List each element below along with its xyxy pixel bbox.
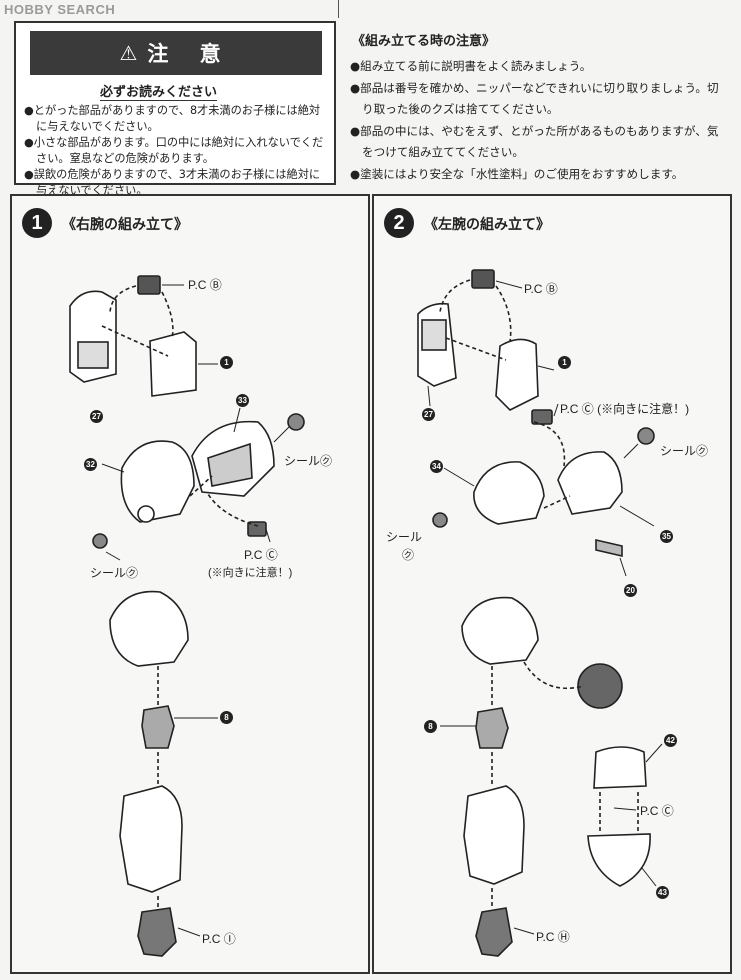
step1-diagram [69,275,305,957]
part-number: 33 [236,394,249,407]
label-seal-k: シール㋗ [660,444,709,458]
step2-panel: 2 《左腕の組み立て》 [372,194,732,974]
label-pc-c: P.C Ⓒ [244,548,278,562]
part-8-joint [475,707,509,749]
part-number: 8 [424,720,437,733]
step2-title: 《左腕の組み立て》 [424,217,550,233]
dome-cap [577,663,623,709]
warning-triangle-icon: ⚠ [119,41,138,65]
label-seal-k: ㋗ [402,548,415,562]
step2-number: 2 [384,208,414,238]
part-number: 43 [656,886,669,899]
step1-title: 《右腕の組み立て》 [62,217,188,233]
part-number: 1 [220,356,233,369]
assembled-upper-arm [461,596,539,665]
pc-i-hand [137,907,177,957]
part-number: 27 [422,408,435,421]
label-seal-k: シール㋗ [90,566,139,580]
part-8-joint [141,705,175,749]
assembled-upper-arm [109,590,189,667]
part-number: 27 [90,410,103,423]
label-pc-b: P.C Ⓑ [188,278,222,292]
part-1-block [149,331,197,397]
part-32-dome [120,440,195,523]
seal-k-2 [432,512,448,528]
part-43-bottom [587,833,651,887]
part-27-block [495,338,539,411]
label-caution-note: (※向きに注意！) [208,567,293,579]
note-item: ●部品は番号を確かめ、ニッパーなどできれいに切り取りましょう。切り取った後のクズ… [350,80,719,117]
seal-k-1 [287,413,305,431]
part-20-pin [595,538,623,558]
warning-box: ⚠ 注 意 必ずお読みください ●とがった部品がありますので、8才未満のお子様に… [14,21,336,197]
pc-b-part [471,269,495,289]
part-number: 34 [430,460,443,473]
note-item: ●塗装にはより安全な「水性塗料」のご使用をおすすめします。 [350,166,684,181]
part-number: 32 [84,458,97,471]
part-number: 1 [558,356,571,369]
pc-b-part [137,275,161,295]
top-divider [338,0,339,18]
note-item: ●組み立てる前に説明書をよく読みましょう。 [350,59,592,73]
label-seal-k: シール [386,530,423,544]
part-35-shell [557,451,623,515]
warning-item: ●とがった部品がありますので、8才未満のお子様には絶対に与えないでください。 [24,104,321,133]
seal-k-2 [92,533,108,549]
part-34-dome [473,461,545,525]
pc-h-hand [475,907,513,957]
part-number: 42 [664,734,677,747]
part-number: 20 [624,584,637,597]
warning-title: 注 意 [147,42,233,66]
part-number: 8 [220,711,233,724]
label-pc-c: P.C Ⓒ (※向きに注意！) [560,402,690,416]
step1-panel: 1 《右腕の組み立て》 [10,194,370,974]
warning-item: ●小さな部品があります。口の中には絶対に入れないでください。窒息などの危険があり… [24,136,324,165]
watermark: HOBBY SEARCH [4,2,116,17]
step2-diagram [417,269,663,957]
notes-title: 《組み立てる時の注意》 [352,34,496,49]
part-42-top [593,746,647,789]
warning-list: ●とがった部品がありますので、8才未満のお子様には絶対に与えないでください。 ●… [24,103,330,199]
label-pc-c: P.C Ⓒ [640,804,674,818]
forearm-part [463,785,525,885]
notes-list: ●組み立てる前に説明書をよく読みましょう。 ●部品は番号を確かめ、ニッパーなどで… [350,56,728,185]
step1-number: 1 [22,208,52,238]
seal-k-1 [637,427,655,445]
label-pc-b: P.C Ⓑ [524,282,558,296]
label-pc-h: P.C Ⓗ [536,930,570,944]
warning-subtitle: 必ずお読みください [100,81,218,101]
label-seal-k: シール㋗ [284,454,333,468]
note-item: ●部品の中には、やむをえず、とがった所があるものもありますが、気をつけて組み立て… [350,123,719,160]
forearm-part [119,785,183,893]
warning-header: ⚠ 注 意 [30,31,322,75]
part-number: 35 [660,530,673,543]
label-pc-i: P.C Ⓘ [202,932,236,946]
warning-item: ●誤飲の危険がありますので、3才未満のお子様には絶対に与えないでください。 [24,168,321,197]
